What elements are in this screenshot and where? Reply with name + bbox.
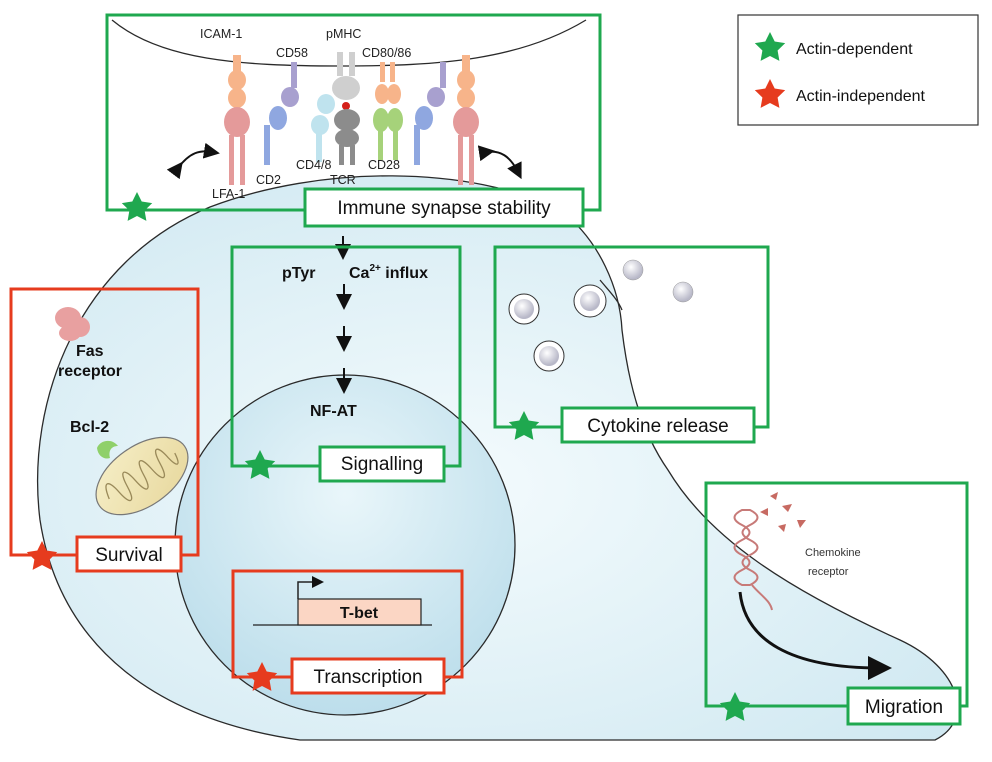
signalling-label-box bbox=[318, 445, 446, 483]
released-cytokine-2 bbox=[672, 281, 694, 303]
pmhc-molecule bbox=[332, 52, 360, 110]
migration-star-icon bbox=[719, 692, 751, 721]
legend-box bbox=[737, 14, 979, 126]
survival-label: Survival bbox=[95, 545, 163, 566]
icam1-label: ICAM-1 bbox=[200, 27, 242, 41]
cd2-molecule-2 bbox=[414, 106, 433, 165]
legend-red-star-icon bbox=[754, 79, 786, 108]
chemokine-4 bbox=[797, 520, 806, 528]
fas-line1: Fas bbox=[76, 343, 104, 360]
tcr-label: TCR bbox=[330, 173, 356, 187]
signalling-label: Signalling bbox=[341, 454, 423, 475]
cd28-molecule bbox=[373, 108, 403, 160]
lfa1-label: LFA-1 bbox=[212, 187, 245, 201]
fas-receptor-shape bbox=[55, 307, 90, 341]
icam1-molecule bbox=[228, 55, 246, 108]
chemokine-receptor-shape bbox=[733, 509, 759, 586]
cytokine-star-icon bbox=[508, 411, 540, 440]
ca-influx-label: Ca2+ influx bbox=[349, 263, 428, 282]
promoter-arrow bbox=[297, 576, 324, 599]
chemokine-3 bbox=[760, 508, 768, 516]
bcl2-shape bbox=[97, 440, 118, 459]
lfa1-molecule bbox=[224, 107, 250, 185]
cd28-label: CD28 bbox=[368, 158, 400, 172]
cd2-molecule bbox=[264, 106, 287, 165]
pmhc-label: pMHC bbox=[326, 27, 361, 41]
legend-green-star-icon bbox=[754, 32, 786, 61]
left-double-arrow bbox=[166, 142, 220, 180]
cd48-label: CD4/8 bbox=[296, 158, 331, 172]
vesicle-1 bbox=[508, 293, 540, 325]
transcription-label-box bbox=[290, 657, 446, 695]
cd2-label: CD2 bbox=[256, 173, 281, 187]
cd8086-molecule bbox=[375, 62, 401, 104]
chemokine-receptor-tail bbox=[751, 584, 773, 611]
legend-actin-dependent: Actin-dependent bbox=[796, 41, 913, 58]
cd58-molecule bbox=[281, 62, 299, 107]
chemokine-2 bbox=[782, 504, 792, 512]
transcription-label: Transcription bbox=[313, 667, 422, 688]
nfat-label: NF-AT bbox=[310, 403, 357, 420]
survival-star-icon bbox=[26, 541, 58, 570]
secretion-membrane bbox=[599, 279, 623, 311]
ptyr-label: pTyr bbox=[282, 265, 315, 282]
cytokine-label: Cytokine release bbox=[587, 416, 729, 437]
migration-arrow bbox=[738, 591, 892, 680]
migration-label-box bbox=[846, 686, 962, 726]
synapse-label-box bbox=[303, 187, 585, 228]
icam1-molecule-2 bbox=[457, 55, 475, 108]
synapse-star-icon bbox=[121, 192, 153, 221]
vesicle-3 bbox=[533, 340, 565, 372]
cd48-molecule bbox=[311, 94, 335, 162]
transcription-star-icon bbox=[246, 662, 278, 691]
survival-label-box bbox=[75, 535, 183, 573]
synapse-label: Immune synapse stability bbox=[337, 198, 551, 219]
tbet-label: T-bet bbox=[340, 605, 379, 622]
bcl2-label: Bcl-2 bbox=[70, 419, 109, 436]
lfa1-molecule-2 bbox=[453, 107, 479, 185]
cd58-label: CD58 bbox=[276, 46, 308, 60]
cytokine-label-box bbox=[560, 406, 756, 444]
released-cytokine-1 bbox=[622, 259, 644, 281]
cd8086-label: CD80/86 bbox=[362, 46, 411, 60]
tbet-gene-box bbox=[297, 598, 422, 626]
chemokine-1 bbox=[770, 492, 778, 500]
chemokine-line1: Chemokine bbox=[805, 547, 861, 559]
legend-actin-independent: Actin-independent bbox=[796, 88, 926, 105]
fas-line2: receptor bbox=[58, 363, 122, 380]
migration-label: Migration bbox=[865, 697, 943, 718]
tcr-molecule bbox=[334, 109, 360, 165]
cd58-molecule-2 bbox=[427, 62, 446, 107]
chemokine-line2: receptor bbox=[808, 566, 849, 578]
vesicle-2 bbox=[573, 284, 607, 318]
migration-box bbox=[704, 481, 969, 708]
right-double-arrow bbox=[477, 145, 522, 180]
mitochondrion-icon bbox=[95, 436, 189, 516]
chemokine-5 bbox=[778, 524, 786, 532]
signalling-star-icon bbox=[244, 450, 276, 479]
